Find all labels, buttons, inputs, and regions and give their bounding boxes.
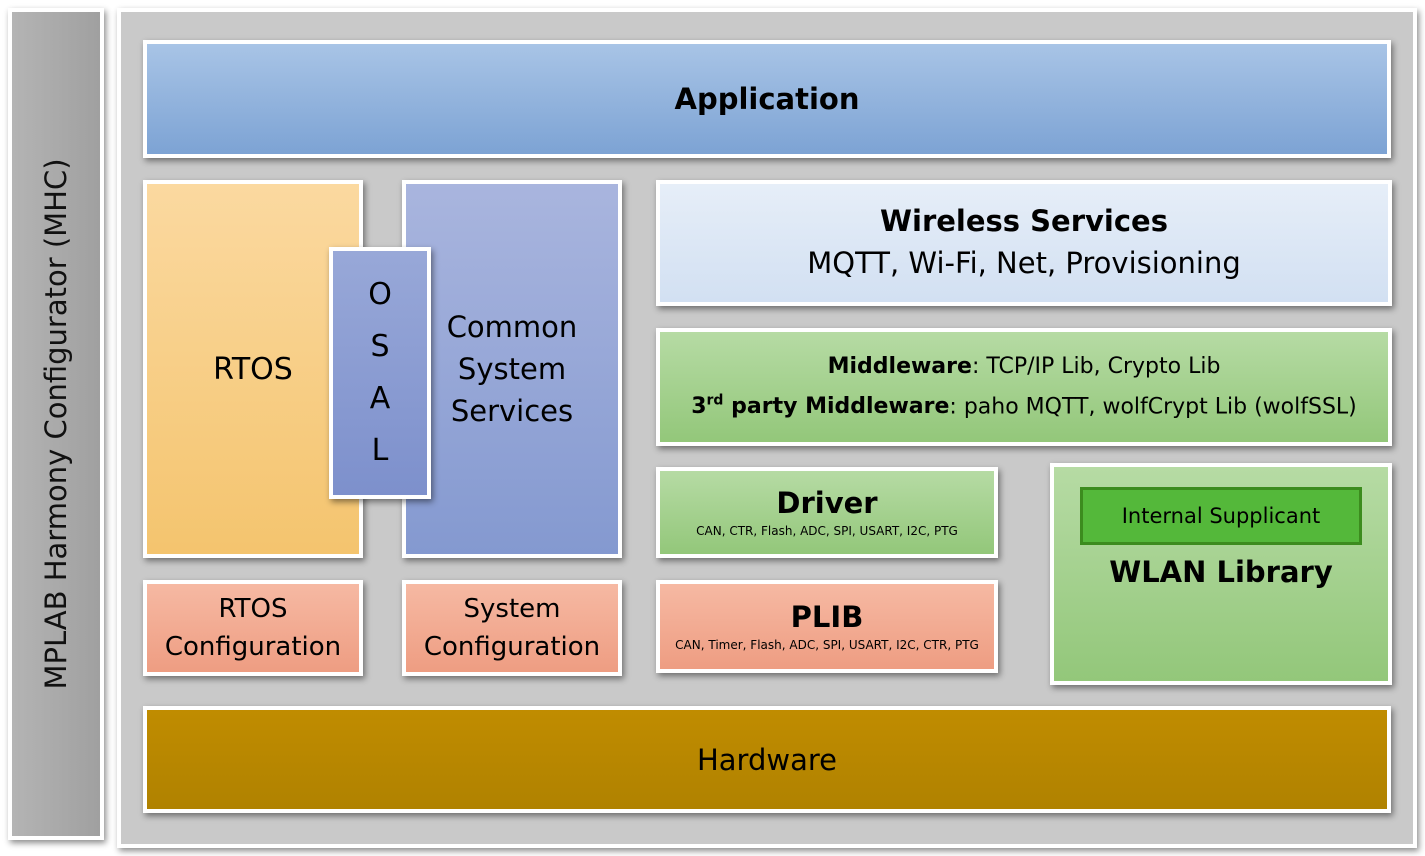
wlan-library-label: WLAN Library xyxy=(1109,555,1333,589)
osal-letter: S xyxy=(370,329,390,364)
middleware-rest: : TCP/IP Lib, Crypto Lib xyxy=(971,353,1221,379)
mhc-label: MPLAB Harmony Configurator (MHC) xyxy=(39,158,73,690)
rtos-label: RTOS xyxy=(213,351,293,387)
css-line: System xyxy=(457,352,567,386)
plib-title: PLIB xyxy=(790,599,864,634)
middleware-block: Middleware: TCP/IP Lib, Crypto Lib 3rd p… xyxy=(656,328,1392,446)
osal-letter: A xyxy=(369,381,391,416)
plib-items: CAN, Timer, Flash, ADC, SPI, USART, I2C,… xyxy=(675,637,979,652)
middleware-line-1: Middleware: TCP/IP Lib, Crypto Lib xyxy=(828,350,1221,384)
rtos-configuration-block: RTOS Configuration xyxy=(143,580,363,676)
internal-supplicant-block: Internal Supplicant xyxy=(1080,487,1362,545)
common-system-services-block: Common System Services xyxy=(402,180,622,558)
hardware-layer: Hardware xyxy=(143,706,1391,813)
mhc-side-panel: MPLAB Harmony Configurator (MHC) xyxy=(8,8,104,840)
middleware-bold: Middleware xyxy=(827,353,972,379)
third-party-rest: : paho MQTT, wolfCrypt Lib (wolfSSL) xyxy=(949,394,1357,420)
css-line: Common xyxy=(446,310,578,344)
driver-title: Driver xyxy=(776,485,878,520)
rtos-block: RTOS xyxy=(143,180,363,558)
application-layer: Application xyxy=(143,40,1391,158)
third-party-suffix: rd xyxy=(706,392,724,409)
middleware-line-2: 3rd party Middleware: paho MQTT, wolfCry… xyxy=(691,384,1357,424)
css-line: Services xyxy=(450,394,574,428)
wireless-services-subtitle: MQTT, Wi-Fi, Net, Provisioning xyxy=(807,246,1241,280)
third-party-number: 3 xyxy=(691,394,707,420)
driver-block: Driver CAN, CTR, Flash, ADC, SPI, USART,… xyxy=(656,467,998,558)
third-party-bold: party Middleware xyxy=(723,394,950,420)
driver-items: CAN, CTR, Flash, ADC, SPI, USART, I2C, P… xyxy=(696,523,958,538)
application-label: Application xyxy=(674,82,860,116)
wireless-services-title: Wireless Services xyxy=(880,204,1168,238)
osal-letter: L xyxy=(371,433,389,468)
osal-letter: O xyxy=(368,277,392,312)
wlan-library-block: Internal Supplicant WLAN Library xyxy=(1050,463,1392,685)
internal-supplicant-label: Internal Supplicant xyxy=(1121,504,1321,528)
system-configuration-block: System Configuration xyxy=(402,580,622,676)
system-config-line: System xyxy=(463,594,561,624)
hardware-label: Hardware xyxy=(696,742,837,777)
plib-block: PLIB CAN, Timer, Flash, ADC, SPI, USART,… xyxy=(656,580,998,673)
wireless-services-block: Wireless Services MQTT, Wi-Fi, Net, Prov… xyxy=(656,180,1392,306)
osal-block: O S A L xyxy=(329,247,431,499)
rtos-config-line: Configuration xyxy=(164,632,342,662)
system-config-line: Configuration xyxy=(423,632,601,662)
rtos-config-line: RTOS xyxy=(218,594,288,624)
